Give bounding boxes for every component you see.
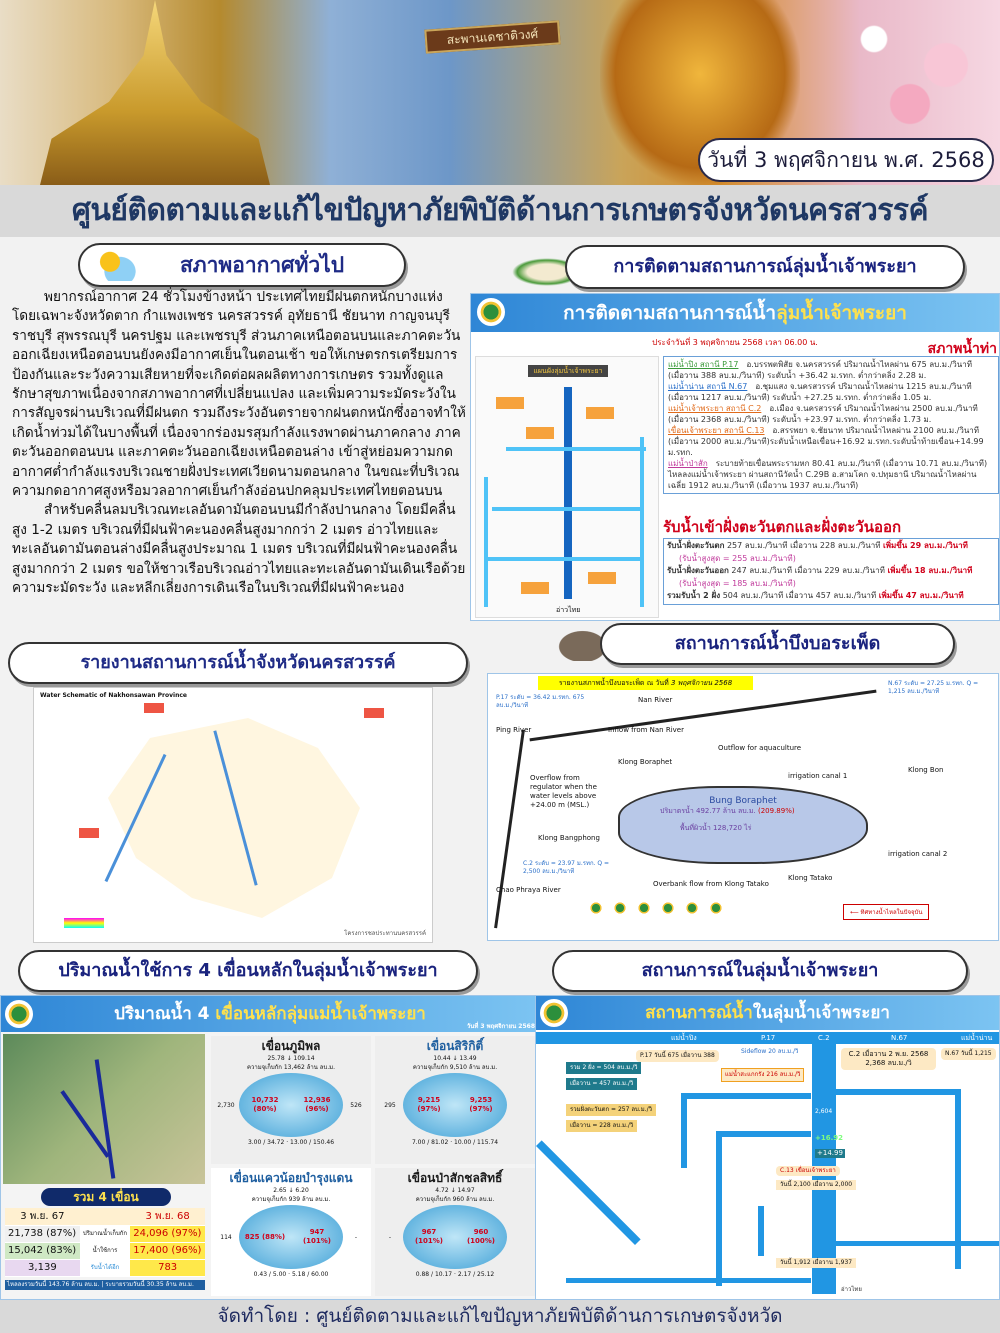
c2-reading: C.2 ระดับ = 23.97 ม.รทก. Q = 2,500 ลบ.ม.… bbox=[523, 860, 610, 875]
sun-cloud-icon bbox=[96, 249, 136, 281]
rid-logo-icon bbox=[540, 999, 568, 1027]
intake-total: รวมรับน้ำ 2 ฝั่ง 504 ลบ.ม./วินาที เมื่อว… bbox=[667, 591, 964, 600]
label-ping-river: Ping River bbox=[496, 726, 532, 734]
label-overflow: Overflow from regulator when the water l… bbox=[530, 774, 597, 809]
station-pasak: แม่น้ำป่าสักระบายท้ายเขื่อนพระรามหก 80.4… bbox=[668, 459, 988, 490]
page-title: ศูนย์ติดตามและแก้ไขปัญหาภัยพิบัติด้านการ… bbox=[0, 185, 1000, 237]
total-flow-bar: ไหลลงรวมวันนี้ 143.76 ล้าน ลบ.ม. | ระบาย… bbox=[5, 1280, 205, 1290]
label-overbank-flow: Overbank flow from Klong Tatako bbox=[653, 880, 769, 888]
nakhonsawan-heading: รายงานสถานการณ์น้ำจังหวัดนครสวรรค์ bbox=[8, 642, 468, 684]
report-title: รายงานสภาพน้ำบึงบอระเพ็ด ณ วันที่ 3 พฤศจ… bbox=[538, 676, 753, 690]
label-klong-boraphet: Klong Boraphet bbox=[618, 758, 673, 766]
map-legend bbox=[64, 918, 104, 928]
intake-heading: รับน้ำเข้าฝั่งตะวันตกและฝั่งตะวันออก bbox=[663, 518, 902, 536]
header-banner: สะพานเดชาติวงศ์ bbox=[0, 0, 1000, 185]
rid-logo-icon bbox=[477, 298, 505, 326]
monitor-date: ประจำวันที่ 3 พฤศจิกายน 2568 เวลา 06.00 … bbox=[652, 338, 818, 347]
label-nan-river: Nan River bbox=[638, 696, 673, 704]
p17-reading: P.17 ระดับ = 36.42 ม.รทก. 675 ลบ.ม./วินา… bbox=[496, 694, 585, 709]
main-river-line bbox=[564, 387, 572, 599]
chaophraya-monitor-heading: การติดตามสถานการณ์ลุ่มน้ำเจ้าพระยา bbox=[565, 245, 965, 289]
label-chao-phraya-river: Chao Phraya River bbox=[496, 886, 561, 894]
dams-map bbox=[3, 1034, 205, 1184]
total-title: รวม 4 เขื่อน bbox=[41, 1188, 171, 1206]
label-inflow-nan: Inflow from Nan River bbox=[608, 726, 684, 734]
panel-header: การติดตามสถานการณ์น้ำลุ่มน้ำเจ้าพระยา bbox=[471, 294, 999, 332]
chaophraya-monitor-panel: การติดตามสถานการณ์น้ำลุ่มน้ำเจ้าพระยา ปร… bbox=[470, 293, 1000, 621]
weather-forecast-text: พยากรณ์อากาศ 24 ชั่วโมงข้างหน้า ประเทศไท… bbox=[12, 288, 467, 599]
label-klong-bon: Klong Bon bbox=[908, 766, 944, 774]
weather-heading: สภาพอากาศทั่วไป bbox=[78, 243, 406, 287]
label-irrigation-canal-1: irrigation canal 1 bbox=[788, 772, 848, 780]
label-klong-tatako: Klong Tatako bbox=[788, 874, 833, 882]
intake-east: รับน้ำฝั่งตะวันออก 247 ลบ.ม./วินาที เมื่… bbox=[667, 566, 973, 588]
blossom-image bbox=[820, 0, 1000, 130]
forecast-paragraph: พยากรณ์อากาศ 24 ชั่วโมงข้างหน้า ประเทศไท… bbox=[12, 289, 466, 500]
footer-credit: จัดทำโดย : ศูนย์ติดตามและแก้ไขปัญหาภัยพิ… bbox=[217, 1305, 783, 1327]
label-klong-bangphong: Klong Bangphong bbox=[538, 834, 600, 842]
golden-temple-image bbox=[40, 0, 270, 185]
rid-logo-icon bbox=[5, 1000, 33, 1028]
footer: จัดทำโดย : ศูนย์ติดตามและแก้ไขปัญหาภัยพิ… bbox=[0, 1300, 1000, 1333]
wave-paragraph: สำหรับคลื่นลมบริเวณทะเลอันดามันตอนบนมีกำ… bbox=[12, 502, 466, 597]
borapet-map: รายงานสภาพน้ำบึงบอระเพ็ด ณ วันที่ 3 พฤศจ… bbox=[487, 673, 999, 941]
flow-direction-legend: ⟵ ทิศทางน้ำไหลในปัจจุบัน bbox=[843, 904, 930, 920]
label-irrigation-canal-2: irrigation canal 2 bbox=[888, 850, 948, 858]
report-date: วันที่ 3 พฤศจิกายน พ.ศ. 2568 bbox=[698, 138, 994, 182]
intake-west: รับน้ำฝั่งตะวันตก 257 ลบ.ม./วินาที เมื่อ… bbox=[667, 541, 968, 563]
intake-table: รับน้ำฝั่งตะวันตก 257 ลบ.ม./วินาที เมื่อ… bbox=[663, 538, 999, 605]
borapet-heading: สถานการณ์น้ำบึงบอระเพ็ด bbox=[600, 623, 955, 665]
n67-reading: N.67 ระดับ = 27.25 ม.รทก. Q = 1,215 ลบ.ม… bbox=[888, 680, 979, 695]
label-outflow-aquaculture: Outflow for aquaculture bbox=[718, 744, 802, 752]
basin-heading: สถานการณ์ในลุ่มน้ำเจ้าพระยา bbox=[552, 950, 968, 992]
dams-panel: ปริมาณน้ำ 4 เขื่อนหลักลุ่มแม่น้ำเจ้าพระย… bbox=[0, 995, 540, 1300]
bridge-sign: สะพานเดชาติวงศ์ bbox=[424, 20, 561, 54]
dams-heading: ปริมาณน้ำใช้การ 4 เขื่อนหลักในลุ่มน้ำเจ้… bbox=[18, 950, 478, 992]
basin-schematic: แผนผังลุ่มน้ำเจ้าพระยา อ่าวไทย bbox=[475, 356, 659, 618]
basin-panel: สถานการณ์น้ำในลุ่มน้ำเจ้าพระยา แม่น้ำปิง… bbox=[535, 995, 1000, 1300]
agency-logos bbox=[588, 900, 808, 916]
status-heading: สภาพน้ำท่า bbox=[927, 341, 997, 357]
nakhonsawan-water-schematic: Water Schematic of Nakhonsawan Province … bbox=[33, 687, 433, 943]
lake-shape: Bung Boraphet ปริมาตรน้ำ 492.77 ล้าน ลบ.… bbox=[618, 786, 868, 864]
